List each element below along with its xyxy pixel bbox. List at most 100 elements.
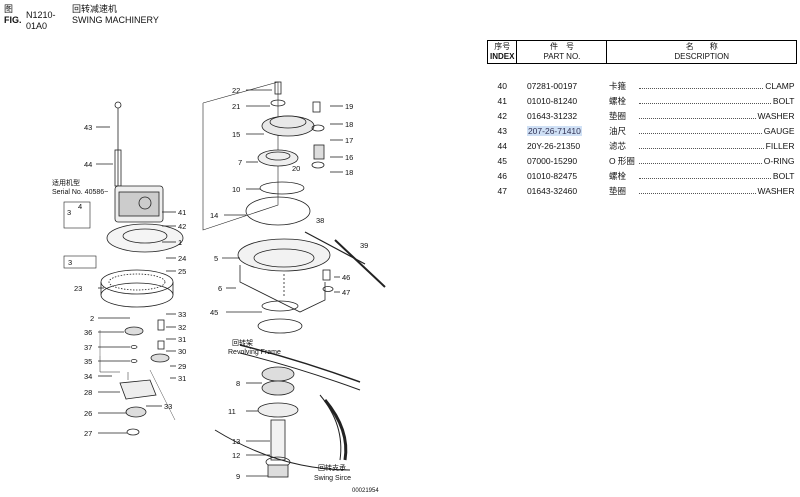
row-index: 44	[497, 140, 507, 151]
callout: 35	[84, 357, 92, 366]
callout: 11	[228, 407, 236, 416]
callout: 9	[236, 472, 240, 481]
row-index: 46	[497, 170, 507, 181]
row-index: 47	[497, 185, 507, 196]
callout: 14	[210, 211, 218, 220]
callout: 44	[84, 160, 92, 169]
row-part-no: 07281-00197	[526, 80, 578, 91]
callout: 13	[232, 437, 240, 446]
callout: 5	[214, 254, 218, 263]
callout: 33	[178, 310, 186, 319]
highlighted-part-no[interactable]: 207-26-71410	[526, 125, 582, 136]
revolving-frame-cn: 回转架	[232, 338, 253, 347]
callout: 18	[345, 168, 353, 177]
swing-circle-cn: 回转支承	[318, 463, 346, 472]
row-index: 45	[497, 155, 507, 166]
serial-label-en: Serial No. 40586~	[52, 189, 108, 196]
description-header: 名 称 DESCRIPTION	[606, 40, 797, 64]
callout: 24	[178, 254, 186, 263]
callout: 43	[84, 123, 92, 132]
callout: 7	[238, 158, 242, 167]
title-en: SWING MACHINERY	[72, 15, 159, 25]
callout: 20	[292, 164, 300, 173]
callout: 34	[84, 372, 92, 381]
row-index: 42	[497, 110, 507, 121]
row-part-no: 01010-81240	[526, 95, 578, 106]
row-index: 40	[497, 80, 507, 91]
part-no-header: 件 号 PART NO.	[516, 40, 608, 64]
callout: 32	[178, 323, 186, 332]
callout: 33	[164, 402, 172, 411]
callout: 3	[67, 208, 71, 217]
callout: 1	[178, 238, 182, 247]
row-part-no: 07000-15290	[526, 155, 578, 166]
callout: 19	[345, 102, 353, 111]
row-part-no: 01643-31232	[526, 110, 578, 121]
callout: 41	[178, 208, 186, 217]
callout: 4	[78, 202, 82, 211]
callout: 2	[90, 314, 94, 323]
callout: 46	[342, 273, 350, 282]
serial-label-cn: 适用机型	[52, 178, 80, 187]
callout: 28	[84, 388, 92, 397]
callout: 23	[74, 284, 82, 293]
callout: 39	[360, 241, 368, 250]
row-part-no: 01643-32460	[526, 185, 578, 196]
revolving-frame-en: Revolving Frame	[228, 349, 281, 356]
callout: 3	[68, 258, 72, 267]
callout: 29	[178, 362, 186, 371]
callout: 22	[232, 86, 240, 95]
figure-number: N1210-01A0	[26, 10, 56, 31]
callout: 36	[84, 328, 92, 337]
figure-title: 回转减速机 SWING MACHINERY	[72, 4, 159, 26]
callout: 12	[232, 451, 240, 460]
swing-circle-en: Swing Sirce	[314, 475, 351, 482]
row-index: 41	[497, 95, 507, 106]
callout: 30	[178, 347, 186, 356]
row-part-no: 207-26-71410	[517, 123, 607, 138]
callout: 31	[178, 374, 186, 383]
callout: 10	[232, 185, 240, 194]
callout: 18	[345, 120, 353, 129]
exploded-parts-diagram: 43 44 41 42 3 4 1 3 24 25 23 2 33 36 32 …	[52, 81, 386, 494]
callout: 42	[178, 222, 186, 231]
callout: 17	[345, 136, 353, 145]
row-index: 43	[497, 125, 507, 136]
title-cn: 回转减速机	[72, 4, 118, 14]
callout: 21	[232, 102, 240, 111]
figure-tag: 图 FIG.	[4, 4, 22, 25]
callout: 38	[316, 216, 324, 225]
parts-list-table: 序号 INDEX 件 号 PART NO. 名 称 DESCRIPTION 40…	[486, 40, 797, 198]
callout: 16	[345, 153, 353, 162]
callout: 31	[178, 335, 186, 344]
callout: 45	[210, 308, 218, 317]
callout: 25	[178, 267, 186, 276]
row-part-no: 20Y-26-21350	[526, 140, 581, 151]
callout: 26	[84, 409, 92, 418]
callout: 27	[84, 429, 92, 438]
row-part-no: 01010-82475	[526, 170, 578, 181]
callout-labels: 43 44 41 42 3 4 1 3 24 25 23 2 33 36 32 …	[67, 86, 368, 481]
callout: 37	[84, 343, 92, 352]
callout: 15	[232, 130, 240, 139]
callout: 6	[218, 284, 222, 293]
drawing-code: 00021954	[352, 488, 379, 494]
callout: 47	[342, 288, 350, 297]
table-header-row: 序号 INDEX 件 号 PART NO. 名 称 DESCRIPTION	[486, 40, 797, 64]
